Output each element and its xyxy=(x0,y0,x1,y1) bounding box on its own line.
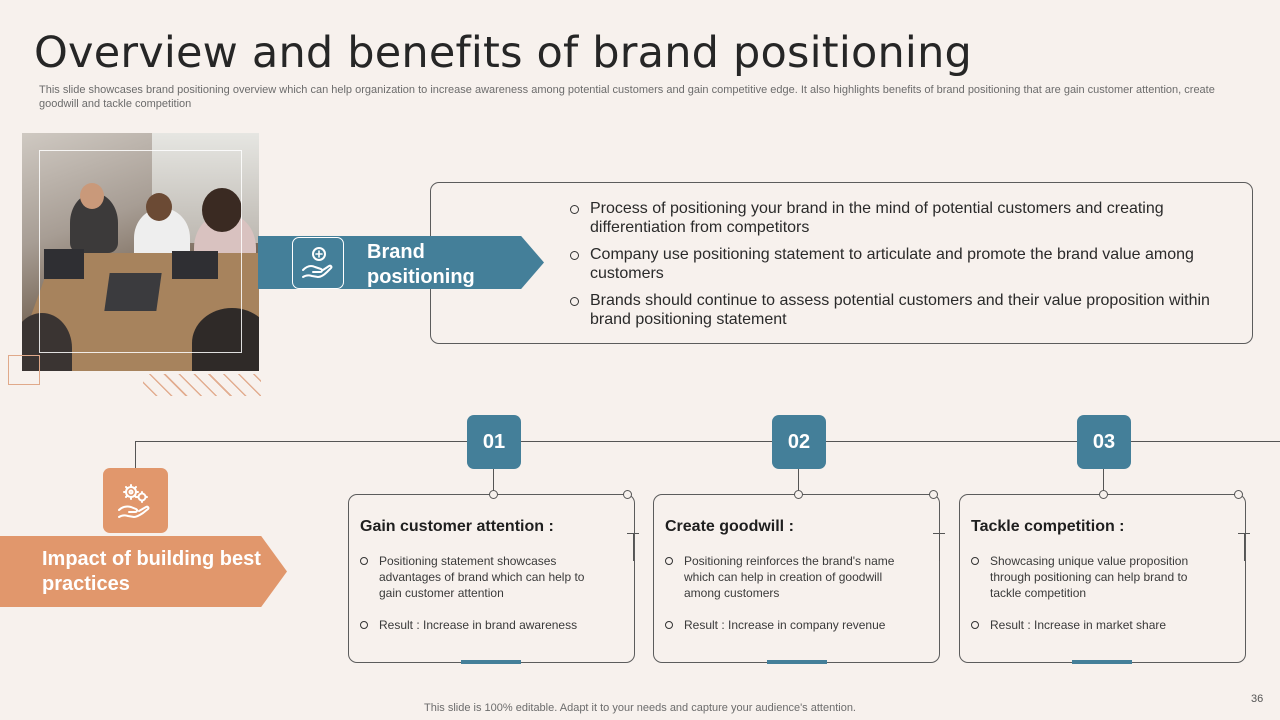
card-points: Showcasing unique value proposition thro… xyxy=(971,553,1221,633)
bullet-icon xyxy=(665,557,673,565)
connector-dot xyxy=(623,490,632,499)
list-item: Showcasing unique value proposition thro… xyxy=(971,553,1221,601)
bullet-icon xyxy=(570,251,579,260)
bullet-icon xyxy=(971,621,979,629)
benefit-card-create-goodwill: Create goodwill : Positioning reinforces… xyxy=(653,494,940,663)
decorative-hatch xyxy=(143,374,261,396)
step-badge-02: 02 xyxy=(772,415,826,469)
connector-dot xyxy=(1234,490,1243,499)
bullet-icon xyxy=(360,621,368,629)
connector-dot xyxy=(1099,490,1108,499)
list-item: Process of positioning your brand in the… xyxy=(570,199,1230,237)
card-accent-bar xyxy=(1072,660,1132,664)
list-item: Positioning statement showcases advantag… xyxy=(360,553,610,601)
impact-banner xyxy=(0,536,287,607)
card-tick xyxy=(1238,533,1250,534)
hand-gears-icon xyxy=(103,468,168,533)
benefit-card-gain-attention: Gain customer attention : Positioning st… xyxy=(348,494,635,663)
bullet-icon xyxy=(570,297,579,306)
bullet-icon xyxy=(570,205,579,214)
brand-description-box xyxy=(430,182,1253,344)
bullet-icon xyxy=(971,557,979,565)
list-item: Result : Increase in market share xyxy=(971,617,1221,633)
step-badge-03: 03 xyxy=(1077,415,1131,469)
card-connector xyxy=(798,469,799,494)
step-badge-01: 01 xyxy=(467,415,521,469)
list-item: Brands should continue to assess potenti… xyxy=(570,291,1230,329)
card-accent-bar xyxy=(767,660,827,664)
meeting-photo xyxy=(22,133,259,371)
list-item: Result : Increase in brand awareness xyxy=(360,617,610,633)
footer-note: This slide is 100% editable. Adapt it to… xyxy=(424,702,856,714)
bullet-icon xyxy=(665,621,673,629)
bullet-icon xyxy=(360,557,368,565)
list-item: Positioning reinforces the brand's name … xyxy=(665,553,915,601)
card-accent-bar xyxy=(461,660,521,664)
list-item: Result : Increase in company revenue xyxy=(665,617,915,633)
card-tick xyxy=(1244,533,1245,561)
brand-banner xyxy=(258,236,544,289)
connector-dot xyxy=(929,490,938,499)
connector-dot xyxy=(489,490,498,499)
brand-positioning-label: Brand positioning xyxy=(367,241,475,288)
card-tick xyxy=(939,533,940,561)
card-connector xyxy=(1103,469,1104,494)
card-title: Tackle competition : xyxy=(971,518,1125,535)
card-points: Positioning statement showcases advantag… xyxy=(360,553,610,633)
list-item: Company use positioning statement to art… xyxy=(570,245,1230,283)
card-title: Gain customer attention : xyxy=(360,518,554,535)
brand-points: Process of positioning your brand in the… xyxy=(570,199,1230,337)
page-number: 36 xyxy=(1251,693,1264,705)
decorative-square xyxy=(8,355,40,385)
timeline-connector xyxy=(135,441,136,469)
slide-title: Overview and benefits of brand positioni… xyxy=(34,28,973,78)
hand-money-icon xyxy=(292,237,344,289)
card-title: Create goodwill : xyxy=(665,518,794,535)
card-tick xyxy=(633,533,634,561)
connector-dot xyxy=(794,490,803,499)
slide-subtitle: This slide showcases brand positioning o… xyxy=(39,84,1215,110)
timeline-line xyxy=(135,441,1280,442)
benefit-card-tackle-competition: Tackle competition : Showcasing unique v… xyxy=(959,494,1246,663)
card-points: Positioning reinforces the brand's name … xyxy=(665,553,915,633)
card-tick xyxy=(627,533,639,534)
card-tick xyxy=(933,533,945,534)
card-connector xyxy=(493,469,494,494)
impact-label: Impact of building best practices xyxy=(42,548,261,595)
